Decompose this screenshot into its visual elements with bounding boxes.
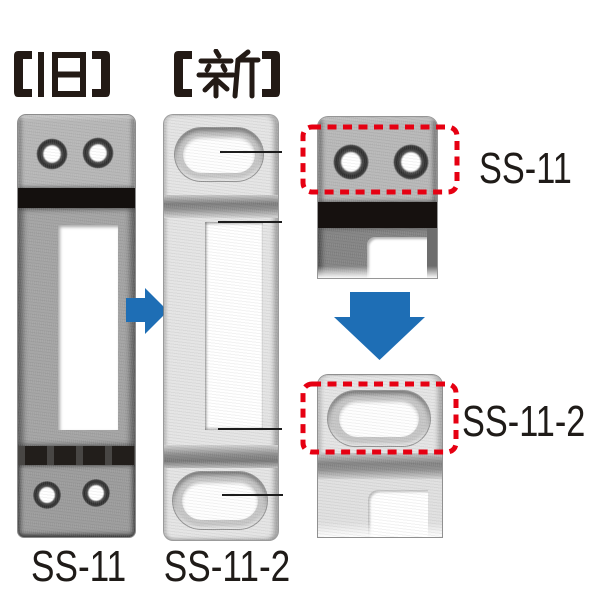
highlight-box-ss11 <box>300 124 460 195</box>
caption-ss11: SS-11 <box>31 542 127 591</box>
callout-line <box>222 494 283 496</box>
closeup-ss11-top-section <box>318 117 437 202</box>
ss11-dark-band-lower <box>18 446 135 465</box>
photo-fade <box>318 523 442 537</box>
ss11-dark-band <box>18 188 135 208</box>
closeup-label-ss11: SS-11 <box>479 144 572 193</box>
ss11-top-section <box>18 115 135 188</box>
oval-slot-recess <box>175 128 263 181</box>
screw-hole <box>27 475 67 515</box>
ss11-bottom-section <box>18 465 135 537</box>
ss11-2-shadow-band <box>164 195 278 218</box>
screw-hole <box>30 132 74 176</box>
oval-slot-recess <box>328 391 430 446</box>
ss11-2-shadow-band-lower <box>164 445 278 468</box>
screw-hole <box>326 137 376 187</box>
screw-hole <box>76 473 116 513</box>
screw-hole <box>76 131 120 175</box>
caption-ss11-2: SS-11-2 <box>163 542 291 591</box>
callout-line <box>218 221 282 223</box>
closeup-ss11-2-shadow-band <box>318 453 442 479</box>
new-version-tag: 【新】 <box>170 49 284 99</box>
closeup-label-ss11-2: SS-11-2 <box>462 397 586 446</box>
closeup-ss11-edge-strip <box>427 228 437 278</box>
photo-part-ss11 <box>18 115 135 537</box>
closeup-photo-ss11-2 <box>318 375 442 537</box>
highlight-box-ss11-2 <box>300 381 459 455</box>
oval-slot <box>182 481 258 520</box>
down-arrow-icon <box>334 292 425 360</box>
callout-line <box>218 428 282 430</box>
new-kanji-glyph <box>174 49 280 99</box>
oval-slot <box>183 136 255 173</box>
old-kanji-glyph <box>14 51 110 97</box>
oval-slot <box>339 400 419 437</box>
photo-part-ss11-2 <box>164 115 278 540</box>
ss11-rect-cutout <box>58 225 118 430</box>
photo-fade <box>318 266 437 278</box>
closeup-ss11-dark-band <box>318 202 437 228</box>
screw-hole <box>386 137 436 187</box>
closeup-photo-ss11 <box>318 117 437 278</box>
ss11-2-rect-cutout <box>205 222 263 430</box>
old-version-tag: 【旧】 <box>10 49 114 99</box>
oval-slot-recess <box>173 472 267 529</box>
callout-line <box>220 151 282 153</box>
right-arrow-icon <box>126 288 168 334</box>
